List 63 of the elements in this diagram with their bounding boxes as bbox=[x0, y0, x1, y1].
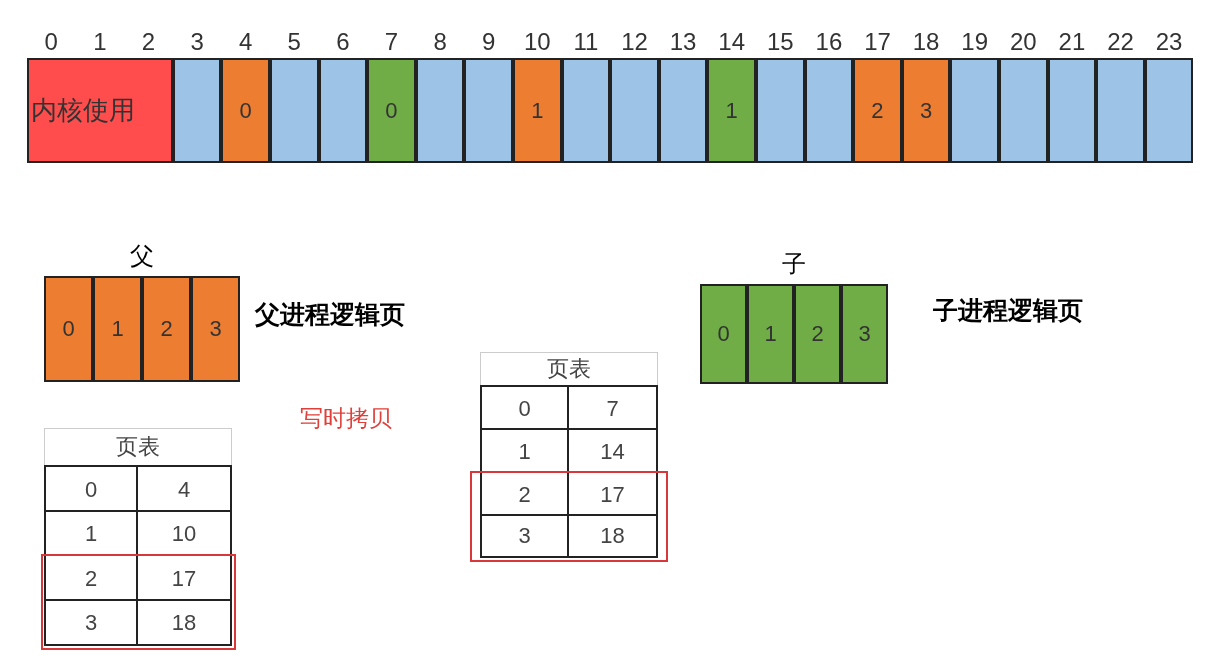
slot-number: 5 bbox=[286, 27, 302, 57]
slot-number: 17 bbox=[863, 27, 892, 57]
slot-number: 22 bbox=[1106, 27, 1135, 57]
page-cell: 1 bbox=[93, 276, 142, 382]
page-cell: 3 bbox=[841, 284, 888, 384]
slot-number: 16 bbox=[814, 27, 844, 57]
memory-cell: 内核使用 bbox=[27, 58, 173, 163]
page-cell: 2 bbox=[794, 284, 841, 384]
memory-cell bbox=[950, 58, 999, 163]
memory-cell: 0 bbox=[367, 58, 416, 163]
page-cell: 1 bbox=[747, 284, 794, 384]
page-cell: 3 bbox=[191, 276, 240, 382]
slot-number: 7 bbox=[383, 27, 400, 57]
slot-number: 18 bbox=[911, 27, 941, 57]
table-cell: 3 bbox=[44, 599, 138, 646]
slot-number: 9 bbox=[481, 27, 497, 57]
slot-number: 8 bbox=[432, 27, 448, 57]
memory-cell: 2 bbox=[853, 58, 902, 163]
memory-cell bbox=[172, 58, 222, 163]
memory-cell bbox=[415, 58, 465, 163]
memory-cell bbox=[756, 58, 805, 163]
memory-cell: 1 bbox=[707, 58, 756, 163]
memory-cell bbox=[1144, 58, 1194, 163]
memory-cell bbox=[804, 58, 854, 163]
table-cell: 18 bbox=[567, 514, 658, 558]
memory-cell bbox=[270, 58, 319, 163]
caption-text: 子进程逻辑页 bbox=[933, 295, 1084, 326]
slot-number: 3 bbox=[189, 27, 205, 57]
memory-cell bbox=[1096, 58, 1145, 163]
slot-number: 13 bbox=[668, 27, 698, 57]
slot-number: 19 bbox=[960, 27, 990, 57]
strip-heading: 子 bbox=[781, 249, 807, 279]
slot-number: 20 bbox=[1008, 27, 1038, 57]
memory-cell: 3 bbox=[901, 58, 951, 163]
caption-text: 父进程逻辑页 bbox=[255, 299, 406, 330]
memory-cell bbox=[464, 58, 513, 163]
page-cell: 0 bbox=[44, 276, 93, 382]
memory-cell bbox=[318, 58, 368, 163]
memory-cell bbox=[561, 58, 611, 163]
slot-number: 6 bbox=[335, 27, 351, 57]
slot-number: 15 bbox=[765, 27, 795, 57]
memory-cell bbox=[658, 58, 708, 163]
strip-heading: 父 bbox=[129, 241, 155, 271]
note-text: 写时拷贝 bbox=[300, 404, 393, 433]
memory-cell bbox=[610, 58, 659, 163]
memory-cell: 0 bbox=[221, 58, 270, 163]
slot-number: 4 bbox=[238, 27, 254, 57]
slot-number: 2 bbox=[140, 27, 157, 57]
memory-cell: 1 bbox=[513, 58, 562, 163]
slot-number: 10 bbox=[522, 27, 552, 57]
table-cell: 18 bbox=[136, 599, 232, 646]
slot-number: 14 bbox=[717, 27, 747, 57]
page-cell: 2 bbox=[142, 276, 191, 382]
slot-number: 0 bbox=[43, 27, 59, 57]
memory-cell bbox=[999, 58, 1048, 163]
slot-number: 1 bbox=[92, 27, 108, 57]
slot-number: 11 bbox=[572, 27, 600, 57]
memory-cell bbox=[1047, 58, 1097, 163]
slot-number: 23 bbox=[1154, 27, 1184, 57]
slot-number: 12 bbox=[620, 27, 649, 57]
page-cell: 0 bbox=[700, 284, 747, 384]
table-cell: 3 bbox=[480, 514, 569, 558]
slot-number: 21 bbox=[1057, 27, 1087, 57]
